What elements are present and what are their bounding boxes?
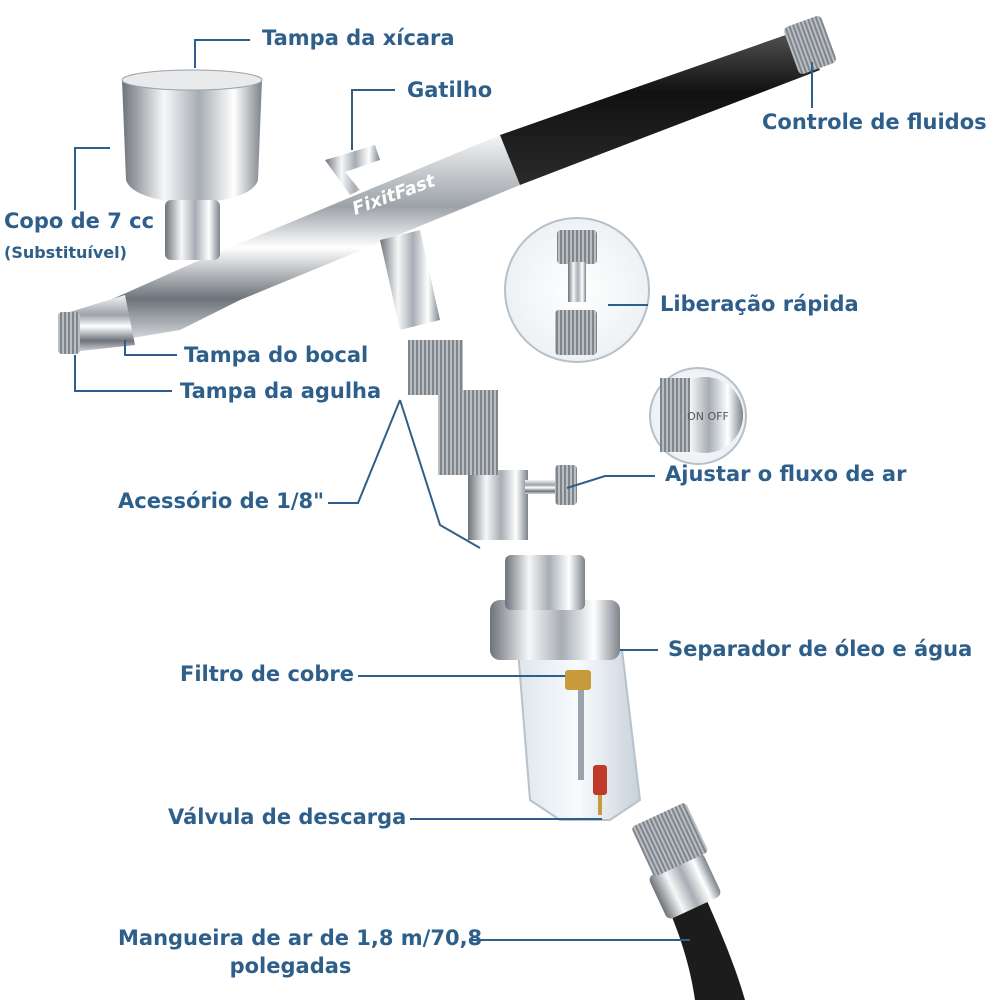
label-mangueira-line2: polegadas xyxy=(229,954,352,979)
air-adjust-knob xyxy=(555,465,577,505)
label-mangueira-line1: Mangueira de ar de 1,8 m/70,8 xyxy=(118,926,483,950)
label-separador: Separador de óleo e água xyxy=(668,637,973,661)
knob-on-off-text: ON OFF xyxy=(687,410,729,423)
label-copo-substituivel: (Substituível) xyxy=(4,243,127,262)
label-copo-7cc: Copo de 7 cc xyxy=(4,209,155,233)
quick-release-inset xyxy=(504,217,650,363)
label-ajustar-fluxo-de-ar: Ajustar o fluxo de ar xyxy=(665,462,907,486)
fitting-knurled xyxy=(408,340,463,395)
hose-nut xyxy=(632,803,708,876)
paint-cup xyxy=(121,69,263,260)
label-tampa-da-xicara: Tampa da xícara xyxy=(262,26,455,50)
airbrush-body: FixitFast xyxy=(58,16,836,354)
hex-fitting xyxy=(468,470,528,540)
copper-filter xyxy=(565,670,591,690)
label-filtro-de-cobre: Filtro de cobre xyxy=(180,662,354,686)
oil-water-separator xyxy=(490,555,642,821)
trigger xyxy=(325,145,380,195)
label-mangueira: Mangueira de ar de 1,8 m/70,8 polegadas xyxy=(118,926,483,979)
air-hose xyxy=(665,885,745,1000)
label-tampa-do-bocal: Tampa do bocal xyxy=(184,343,369,367)
needle-cap xyxy=(58,312,80,354)
air-knob-inset: ON OFF xyxy=(649,367,747,465)
label-liberacao-rapida: Liberação rápida xyxy=(660,292,859,316)
drain-valve xyxy=(593,765,607,795)
leader-lines xyxy=(74,39,813,941)
label-tampa-da-agulha: Tampa da agulha xyxy=(180,379,382,403)
label-controle-de-fluidos: Controle de fluidos xyxy=(762,110,987,134)
label-valvula-de-descarga: Válvula de descarga xyxy=(168,805,407,829)
fluid-control-knob xyxy=(784,16,836,74)
label-gatilho: Gatilho xyxy=(407,78,493,102)
label-acessorio: Acessório de 1/8" xyxy=(118,489,325,513)
fitting-threaded xyxy=(438,390,498,475)
